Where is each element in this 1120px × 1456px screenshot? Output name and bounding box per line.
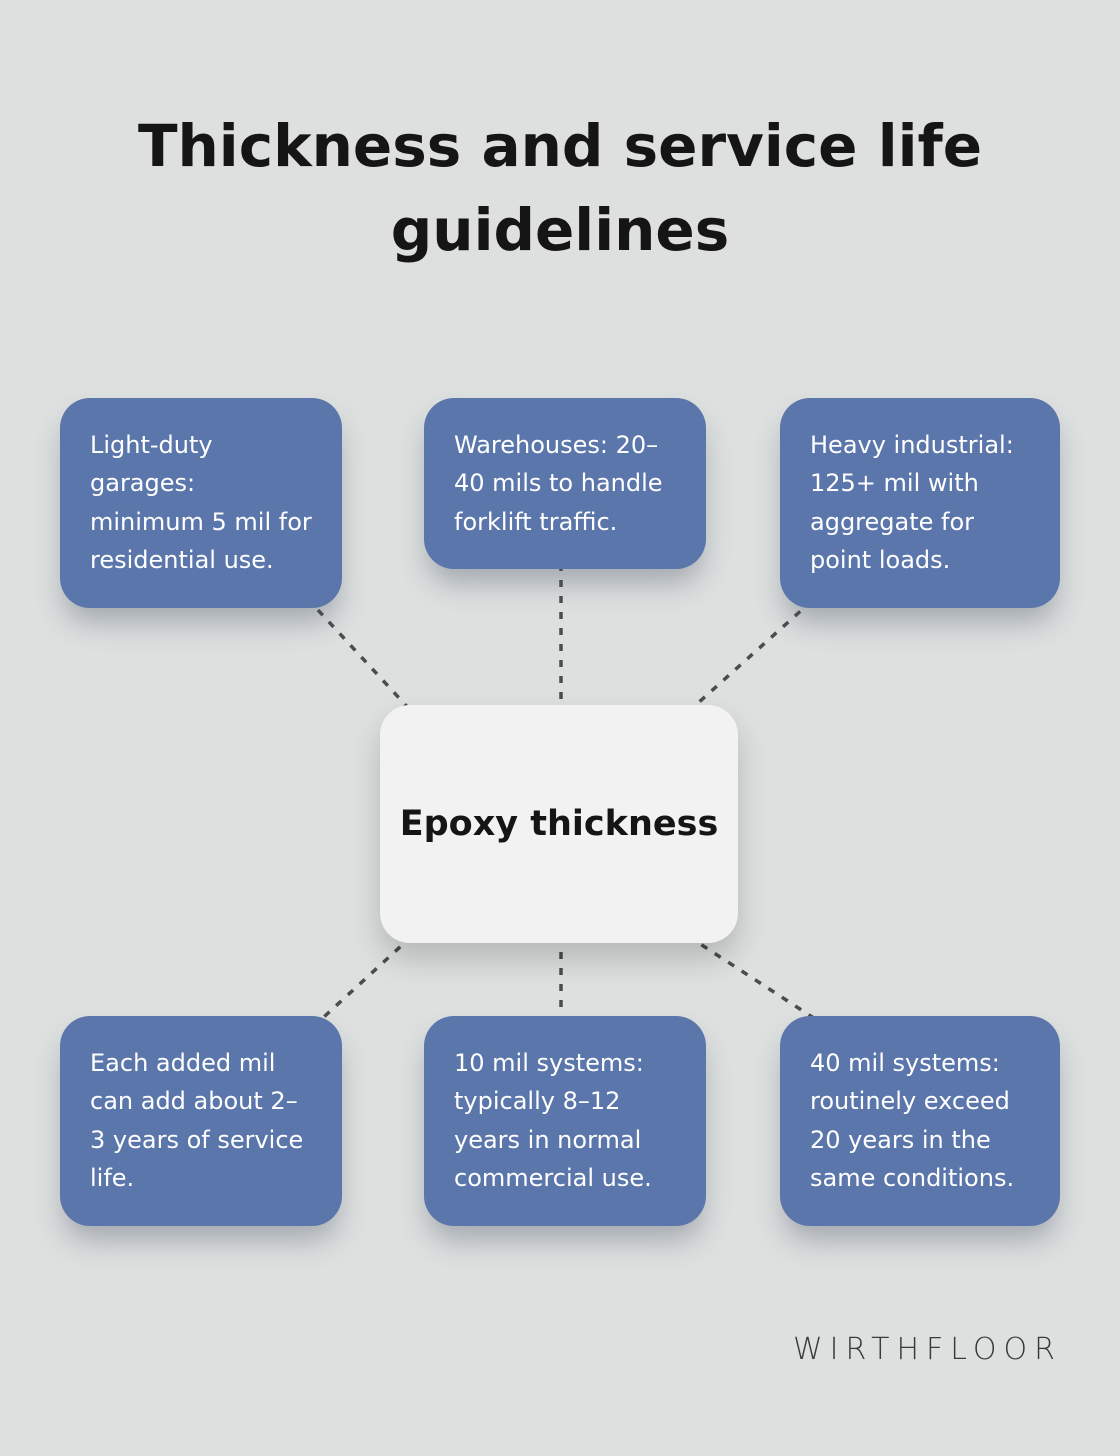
connector-bottom-left <box>312 934 414 1028</box>
node-light-duty-garages: Light-duty garages: minimum 5 mil for re… <box>60 398 342 608</box>
connector-top-left <box>316 608 414 714</box>
node-heavy-industrial: Heavy industrial: 125+ mil with aggregat… <box>780 398 1060 608</box>
connector-bottom-right <box>687 934 827 1028</box>
node-text: 10 mil systems: typically 8–12 years in … <box>454 1049 652 1193</box>
node-text: 40 mil systems: routinely exceed 20 year… <box>810 1049 1015 1193</box>
center-node-epoxy-thickness: Epoxy thickness <box>380 705 738 943</box>
page-title-text: Thickness and service life guidelines <box>137 112 983 265</box>
node-40-mil-systems: 40 mil systems: routinely exceed 20 year… <box>780 1016 1060 1226</box>
node-added-mil-service-life: Each added mil can add about 2–3 years o… <box>60 1016 342 1226</box>
node-text: Light-duty garages: minimum 5 mil for re… <box>90 431 312 575</box>
center-node-label: Epoxy thickness <box>399 804 719 844</box>
node-text: Heavy industrial: 125+ mil with aggregat… <box>810 431 1014 575</box>
node-text: Each added mil can add about 2–3 years o… <box>90 1049 304 1193</box>
brand-wordmark: WIRTHFLOOR <box>792 1332 1062 1367</box>
page-title: Thickness and service life guidelines <box>0 104 1120 272</box>
node-text: Warehouses: 20–40 mils to handle forklif… <box>454 431 663 536</box>
node-warehouses: Warehouses: 20–40 mils to handle forklif… <box>424 398 706 570</box>
node-10-mil-systems: 10 mil systems: typically 8–12 years in … <box>424 1016 706 1226</box>
connector-top-right <box>686 588 826 714</box>
